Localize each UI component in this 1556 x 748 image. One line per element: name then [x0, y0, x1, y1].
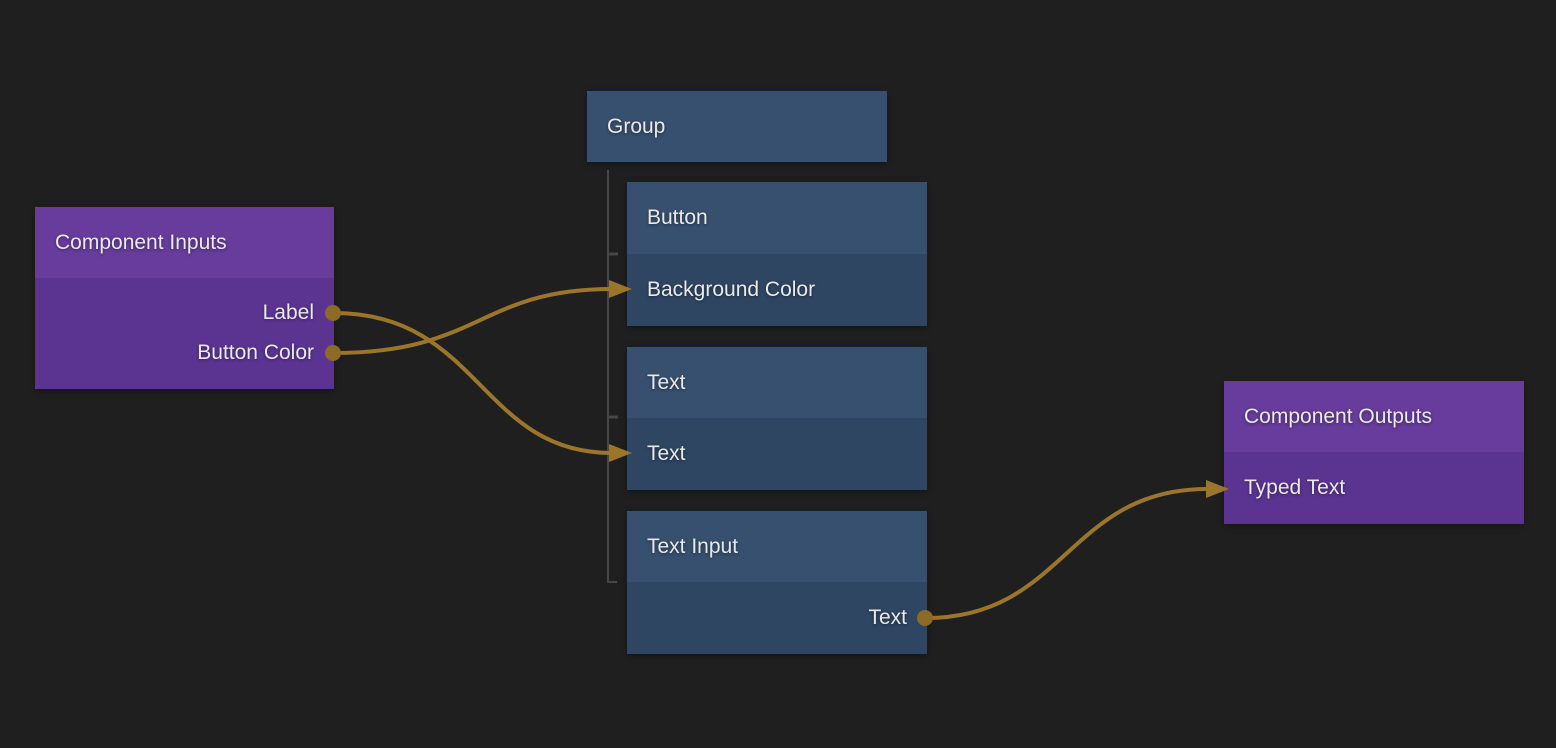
node-component-inputs-body: Label Button Color: [35, 278, 334, 389]
input-port-text[interactable]: Text: [627, 418, 927, 490]
output-port-label-text: Label: [262, 301, 314, 324]
node-text[interactable]: Text Text: [627, 347, 927, 490]
node-text-input[interactable]: Text Input Text: [627, 511, 927, 654]
node-button-body: Background Color: [627, 254, 927, 326]
node-component-inputs[interactable]: Component Inputs Label Button Color: [35, 207, 334, 389]
node-group-header[interactable]: Group: [587, 91, 887, 162]
node-group[interactable]: Group: [587, 91, 887, 162]
node-title: Group: [607, 114, 666, 138]
output-port-text-text: Text: [868, 606, 907, 629]
input-port-typed-text-text: Typed Text: [1244, 476, 1346, 499]
input-port-typed-text[interactable]: Typed Text: [1224, 452, 1524, 524]
node-component-outputs-body: Typed Text: [1224, 452, 1524, 524]
node-text-input-header[interactable]: Text Input: [627, 511, 927, 582]
node-component-outputs[interactable]: Component Outputs Typed Text: [1224, 381, 1524, 524]
node-component-outputs-header[interactable]: Component Outputs: [1224, 381, 1524, 452]
output-port-label[interactable]: Label: [35, 293, 334, 333]
output-port-button-color[interactable]: Button Color: [35, 333, 334, 373]
node-text-header[interactable]: Text: [627, 347, 927, 418]
node-title: Text Input: [647, 534, 739, 558]
wire-text-to-typed-text: [925, 487, 1208, 620]
group-tree-ticks: [608, 252, 618, 419]
node-button[interactable]: Button Background Color: [627, 182, 927, 326]
node-title: Button: [647, 206, 708, 229]
node-title: Component Outputs: [1244, 404, 1432, 428]
node-text-input-body: Text: [627, 582, 927, 654]
input-port-background-color-text: Background Color: [647, 278, 816, 301]
output-port-text[interactable]: Text: [627, 582, 927, 654]
wire-label-to-text: [333, 311, 613, 455]
output-port-button-color-text: Button Color: [197, 341, 314, 364]
input-port-text-text: Text: [647, 442, 686, 465]
node-title: Component Inputs: [55, 230, 227, 254]
node-component-inputs-header[interactable]: Component Inputs: [35, 207, 334, 278]
input-port-background-color[interactable]: Background Color: [627, 254, 927, 326]
wire-button-color-to-background-color: [333, 287, 613, 355]
node-button-header[interactable]: Button: [627, 182, 927, 254]
node-text-body: Text: [627, 418, 927, 490]
node-title: Text: [647, 370, 686, 394]
group-tree-line: [607, 170, 617, 583]
